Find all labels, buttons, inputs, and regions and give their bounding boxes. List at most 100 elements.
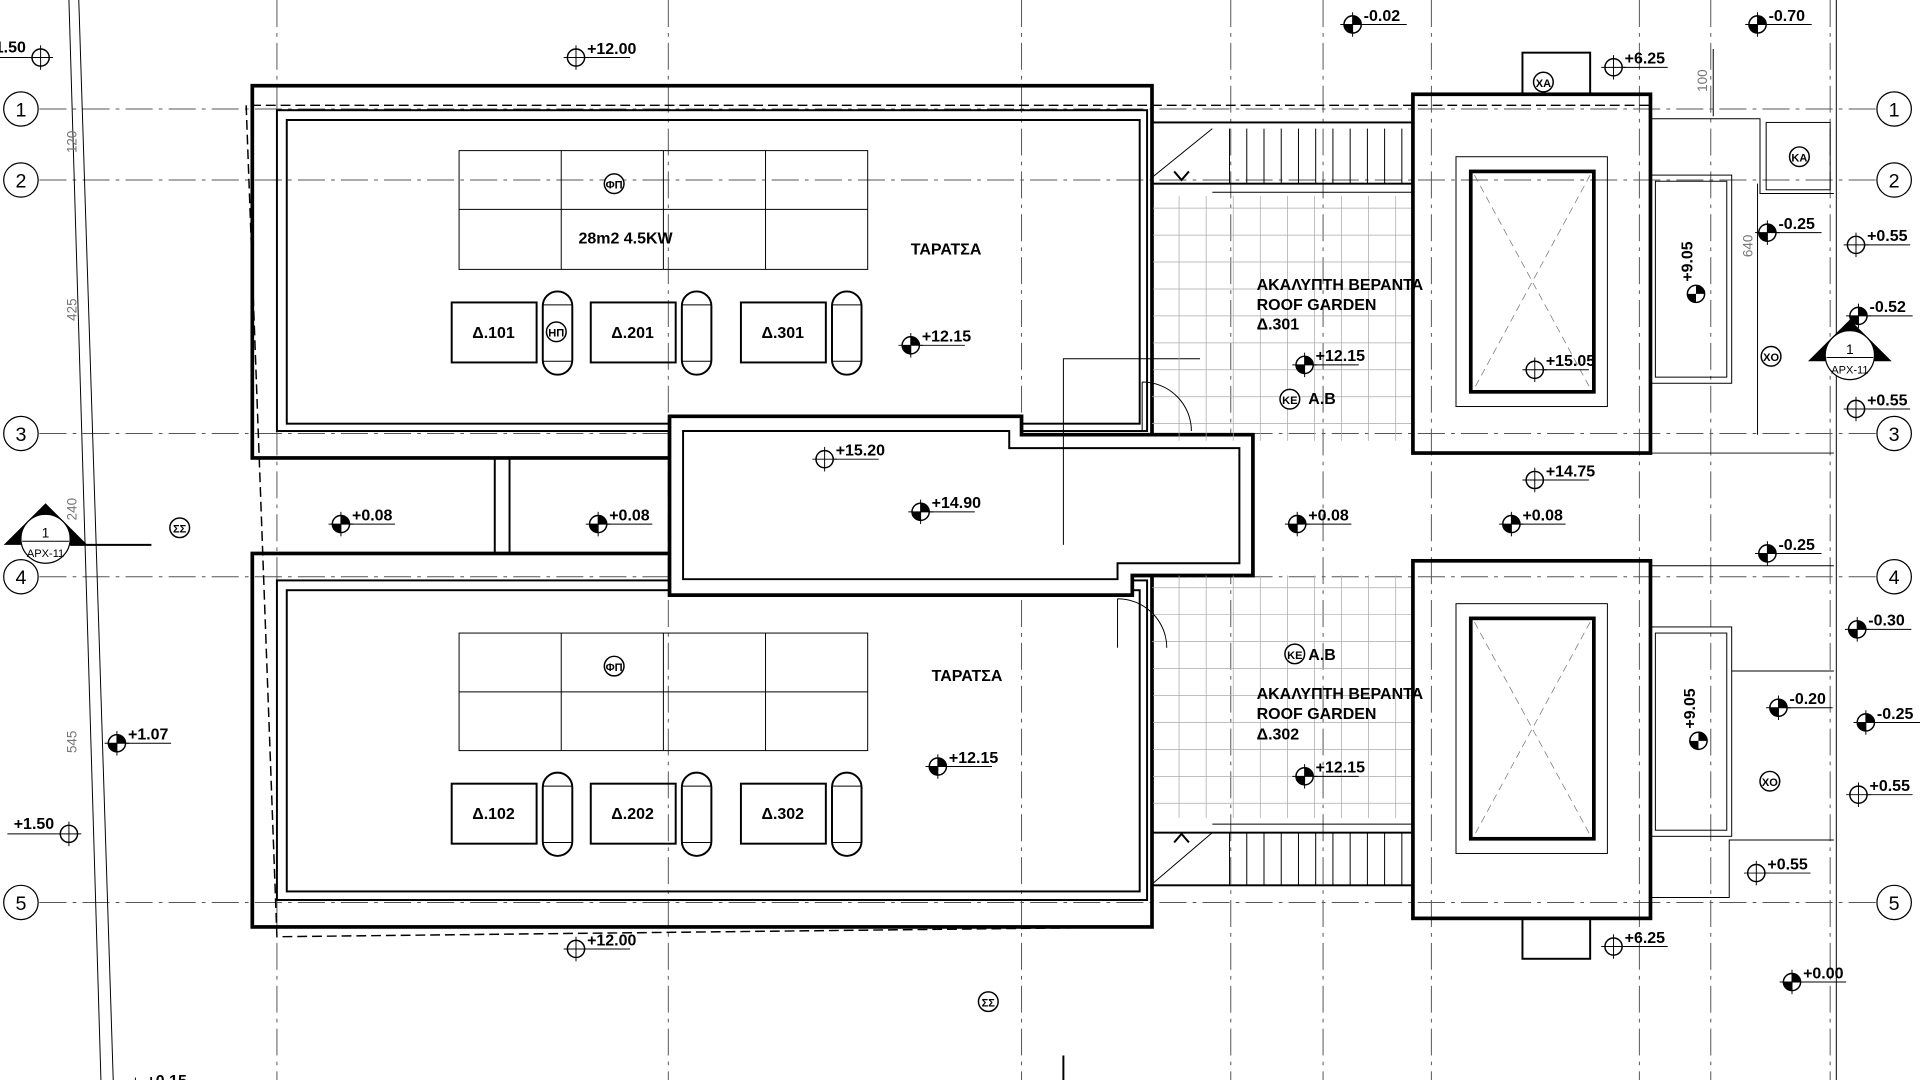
level-marker: +12.15 [1292,348,1365,378]
spot-level-marker: +1.50 [7,816,82,847]
tag-label: ΣΣ [982,998,996,1010]
chimney-boxes [1062,51,1834,1080]
grid-label: 3 [1889,424,1900,446]
upper-stair [1151,121,1414,392]
dimension-label: 100 [1695,69,1710,91]
section-number: 1 [42,526,50,541]
grid-bubble: 3 [3,415,39,452]
grid-label: 4 [1889,567,1900,589]
solar-panels-lower [458,632,869,752]
section-sheet: ΑΡΧ-11 [27,548,64,560]
tag-label: ΦΠ [606,180,623,192]
level-marker: +14.90 [908,495,981,525]
xa-tag: ΧΑ [1532,71,1554,93]
spot-level-marker: +12.00 [563,932,637,962]
ab-label: Α.Β [1308,647,1336,664]
tank-label: Δ.301 [761,325,804,342]
lower-terrace-block [250,551,1154,929]
spot-level-marker: +6.25 [1601,930,1668,959]
room-labels: ΤΑΡΑΤΣΑ ΤΑΡΑΤΣΑ 28m2 4.5KW ΑΚΑΛΥΠΤΗ ΒΕΡΑ… [578,231,1423,744]
dimension-label: 120 [64,131,79,153]
level-value: +12.00 [587,932,636,949]
grid-label: 4 [15,567,26,589]
level-marker: +0.08 [1499,507,1566,537]
level-value: +0.55 [1867,228,1908,245]
spot-level-marker: -1.50 [0,40,53,70]
veranda-tile-grids [1152,128,1413,886]
level-value: +6.25 [1625,51,1666,68]
ss-tag: ΣΣ [169,517,191,539]
tag-label: ΣΣ [173,524,187,536]
level-markers: -1.50 +12.00 -0.02 -0.70 +6.25 +12.15 +12.15 +1… [0,8,1920,1080]
level-marker: +12.15 [925,750,998,779]
tank-label: Δ.101 [472,325,515,342]
grid-bubble: 4 [1876,558,1912,595]
veranda-subtitle-lower: ROOF GARDEN [1257,706,1377,723]
property-boundary [68,0,1837,1080]
level-value: -1.50 [0,40,26,57]
level-value: +0.15 [146,1073,187,1080]
level-value: +0.00 [1803,965,1844,982]
ke-tag: ΚΕ [1284,643,1306,665]
level-value: +15.20 [836,443,885,460]
tag-label: ΧΟ [1762,777,1778,789]
level-marker: +1.07 [104,727,172,756]
connector-wall [493,457,511,554]
level-marker-vertical: +9.05 [1679,241,1706,304]
spot-level-marker: +15.05 [1522,353,1595,383]
tag-label: ΦΠ [606,662,623,674]
tag-label: ΚΕ [1287,650,1302,662]
level-value: +9.05 [1682,688,1699,728]
tank-unit: Δ.302 [739,771,863,857]
spot-level-marker: +15.20 [812,443,885,472]
veranda-title-lower: ΑΚΑΛΥΠΤΗ ΒΕΡΑΝΤΑ [1257,686,1424,703]
tag-label: ΧΑ [1536,78,1551,90]
level-value: +0.08 [1522,507,1563,524]
level-value: +0.55 [1767,856,1808,873]
level-marker: -0.70 [1745,8,1812,37]
tag-label: ΗΠ [548,328,564,340]
level-value: +6.25 [1625,930,1666,947]
tag-label: ΚΕ [1282,395,1297,407]
grid-bubble: 1 [3,91,39,127]
tank-unit: Δ.301 [739,290,863,376]
level-marker-vertical: +9.05 [1682,688,1708,751]
level-value: +15.05 [1546,353,1595,370]
level-value: +12.15 [1316,760,1365,777]
level-value: -0.25 [1778,537,1815,554]
spot-level-marker: +0.55 [1843,228,1911,258]
level-value: +12.15 [949,750,998,767]
terrace-label-upper: ΤΑΡΑΤΣΑ [911,242,982,259]
section-number: 1 [1846,342,1854,357]
solar-tag: ΦΠ [603,173,625,195]
ka-tag: ΚΑ [1788,146,1810,168]
tank-unit: Δ.101 [450,290,574,376]
spot-level-marker: +6.25 [1601,51,1668,80]
level-value: -0.30 [1868,613,1905,630]
solar-tag: ΦΠ [603,655,625,677]
dimension-labels: 120 425 240 545 100 640 [64,48,1759,753]
level-marker: -0.25 [1755,216,1822,245]
level-value: +12.15 [1316,348,1365,365]
spot-level-marker: +12.00 [563,41,637,70]
level-value: -0.02 [1364,8,1401,25]
level-value: -0.25 [1778,216,1815,233]
tank-unit: Δ.201 [589,290,713,376]
section-sheet: ΑΡΧ-11 [1831,364,1868,376]
spot-level-marker: +0.55 [1843,392,1911,422]
ss-tag: ΣΣ [977,991,999,1013]
level-marker: +12.15 [1292,760,1365,789]
tank-unit: Δ.102 [450,771,574,857]
dimension-label: 240 [64,498,79,520]
level-marker: +0.08 [1284,507,1352,537]
grid-label: 1 [15,99,26,121]
level-marker: +0.08 [585,507,653,537]
doors [1117,381,1192,648]
level-value: +14.90 [932,495,981,512]
